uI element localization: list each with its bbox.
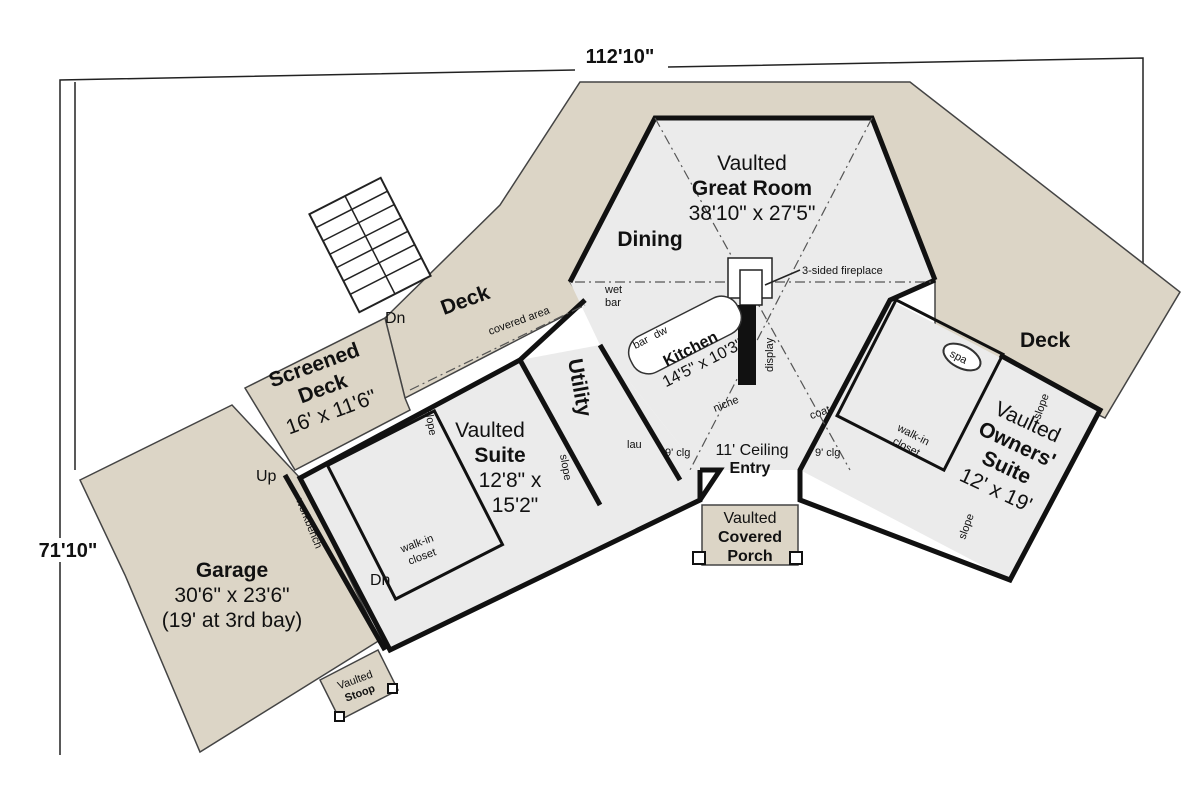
great-room-size: 38'10" x 27'5" bbox=[689, 202, 816, 225]
entry-walls bbox=[697, 467, 725, 502]
exterior-stairs bbox=[308, 176, 432, 314]
garage-wall bbox=[282, 473, 388, 652]
porch-label-3: Porch bbox=[727, 548, 772, 565]
suite-size-2: 15'2" bbox=[492, 494, 539, 517]
stoop-post bbox=[334, 711, 345, 722]
suite-label: Vaulted bbox=[455, 419, 525, 442]
overall-width-dimension: 112'10" bbox=[586, 46, 655, 68]
laundry-label: lau bbox=[627, 439, 642, 451]
stair-down-label-garage: Dn bbox=[370, 572, 390, 589]
dimension-lines: 112'10" 71'10" bbox=[28, 46, 1144, 755]
suite-bath-walls bbox=[325, 408, 505, 602]
fireplace-label: 3-sided fireplace bbox=[802, 265, 883, 277]
fireplace bbox=[727, 257, 801, 385]
porch-label-2: Covered bbox=[718, 529, 782, 546]
suite-size: 12'8" x bbox=[479, 469, 542, 492]
garage-note: (19' at 3rd bay) bbox=[162, 609, 303, 632]
stair-up-label: Up bbox=[256, 468, 277, 485]
great-room-name: Great Room bbox=[692, 177, 812, 200]
wet-bar-label-2: bar bbox=[605, 297, 621, 309]
suite-name: Suite bbox=[474, 444, 525, 467]
kitchen-island bbox=[627, 295, 743, 375]
left-wing-floor bbox=[300, 345, 700, 650]
ceiling-left-label: 9' clg bbox=[665, 447, 690, 459]
kitchen-wall bbox=[597, 343, 683, 482]
covered-porch-area bbox=[701, 504, 799, 566]
right-wing-floor bbox=[800, 300, 1100, 580]
garage-label: Garage bbox=[196, 559, 268, 582]
dining-label: Dining bbox=[617, 228, 682, 251]
great-room-walls bbox=[567, 115, 938, 284]
slope-label: slope bbox=[557, 453, 573, 481]
deck-right-label: Deck bbox=[1020, 329, 1071, 352]
great-room-label: Vaulted bbox=[717, 152, 787, 175]
slope-label: slope bbox=[422, 408, 438, 436]
stair-down-label: Dn bbox=[385, 310, 405, 327]
porch-post bbox=[692, 551, 706, 565]
screened-deck-area bbox=[243, 316, 411, 471]
entry-label: Entry bbox=[730, 460, 771, 477]
wet-bar-label: wet bbox=[604, 284, 622, 296]
ceiling-right-label: 9' clg bbox=[815, 447, 840, 459]
display-label: display bbox=[764, 337, 776, 372]
spa-tub bbox=[942, 342, 982, 372]
owners-bath-walls bbox=[835, 297, 1005, 473]
dishwasher-label: dw bbox=[652, 324, 670, 341]
overall-depth-dimension: 71'10" bbox=[39, 540, 98, 562]
left-wing-walls bbox=[296, 298, 703, 654]
right-wing-walls bbox=[797, 277, 1104, 584]
garage-size: 30'6" x 23'6" bbox=[174, 584, 289, 607]
utility-wall bbox=[517, 358, 603, 507]
stoop-post bbox=[387, 683, 398, 694]
porch-label: Vaulted bbox=[723, 510, 776, 527]
porch-post bbox=[789, 551, 803, 565]
ceiling-label: 11' Ceiling bbox=[715, 442, 788, 459]
